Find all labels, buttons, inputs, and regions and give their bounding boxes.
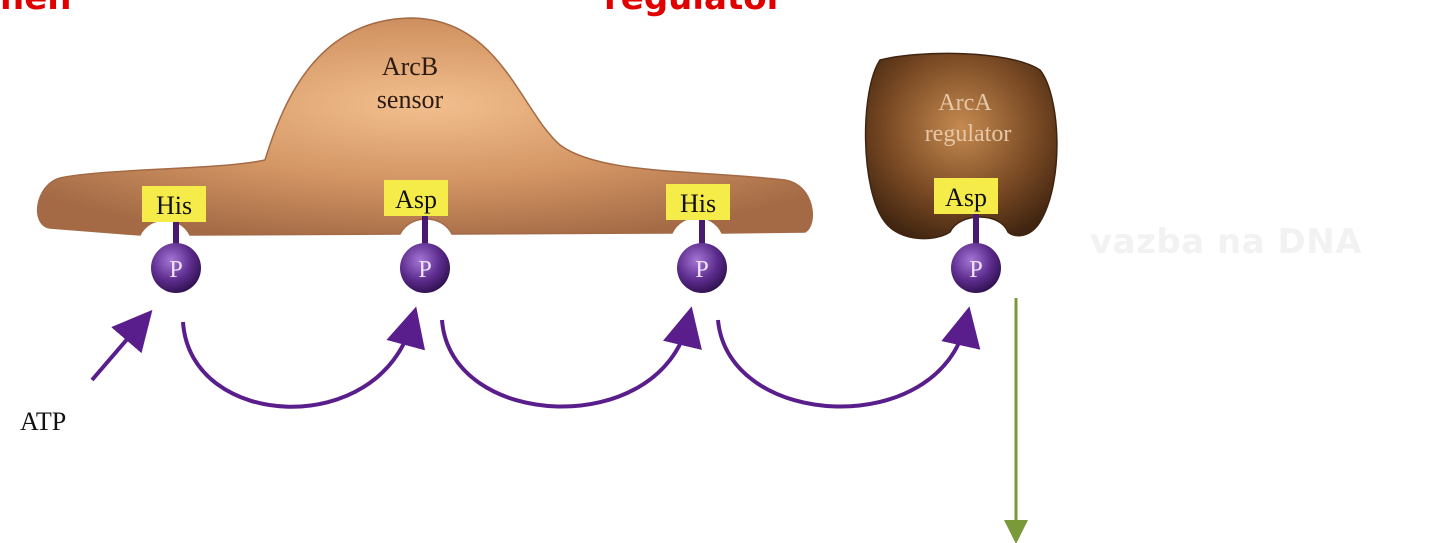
site-label-his-1: His xyxy=(156,191,192,220)
site-label-his-2: His xyxy=(680,189,716,218)
phosphate-label-4: P xyxy=(969,257,982,283)
transfer-arrow-3 xyxy=(716,306,981,409)
phosphate-label-2: P xyxy=(418,257,431,283)
phosphate-label-1: P xyxy=(169,257,182,283)
site-box-asp-1 xyxy=(384,180,448,216)
site-label-asp-1: Asp xyxy=(395,185,437,214)
site-box-asp-2 xyxy=(934,178,998,214)
dna-binding-label: vazba na DNA xyxy=(1090,222,1362,262)
arcb-name: ArcB xyxy=(382,52,438,81)
site-label-asp-2: Asp xyxy=(945,183,987,212)
arca-role: regulator xyxy=(925,121,1012,147)
phosphate-2 xyxy=(400,243,450,293)
transfer-arrow-2 xyxy=(440,306,702,409)
atp-arrow xyxy=(90,309,153,382)
arca-regulator-body xyxy=(864,52,1058,240)
phosphate-label-3: P xyxy=(695,257,708,283)
arcb-sensor-body xyxy=(36,17,813,236)
site-box-his-1 xyxy=(142,186,206,222)
heading-left: nen xyxy=(0,0,71,18)
phosphate-1 xyxy=(151,243,201,293)
site-box-his-2 xyxy=(666,184,730,220)
arca-name: ArcA xyxy=(938,90,992,116)
phosphate-4 xyxy=(951,243,1001,293)
transfer-arrow-1 xyxy=(181,306,425,409)
atp-label: ATP xyxy=(20,407,66,436)
phosphate-3 xyxy=(677,243,727,293)
heading-right: regulator xyxy=(604,0,783,18)
arcb-role: sensor xyxy=(377,85,444,114)
